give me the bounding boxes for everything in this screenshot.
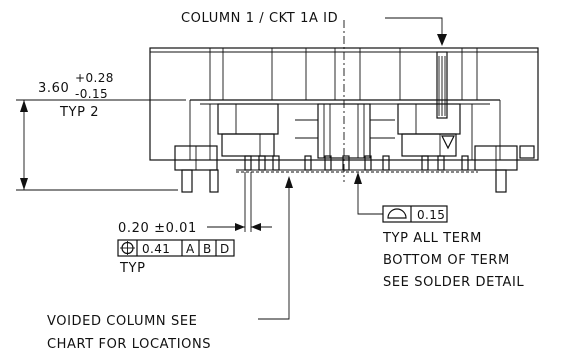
datum-d: D [220, 242, 230, 256]
voided-note-line-1: VOIDED COLUMN SEE [47, 314, 197, 329]
left-latch [209, 103, 279, 160]
profile-tolerance-frame [354, 172, 448, 223]
profile-tol-value: 0.15 [417, 208, 445, 222]
profile-symbol-icon [387, 208, 407, 219]
position-tolerance-frame [117, 239, 235, 257]
column-id-label: COLUMN 1 / CKT 1A ID [181, 11, 338, 26]
height-base-value: 3.60 [38, 81, 69, 96]
center-key [295, 103, 395, 159]
datum-a: A [186, 242, 195, 256]
height-typ-note: TYP 2 [59, 105, 99, 120]
mounting-pegs [174, 145, 535, 193]
column-id-marker [436, 51, 448, 119]
height-plus-tol: +0.28 [75, 71, 114, 85]
right-latch [397, 103, 473, 160]
term-note-line-1: TYP ALL TERM [382, 231, 482, 246]
position-tol-value: 0.41 [142, 242, 170, 256]
datum-b: B [203, 242, 212, 256]
voided-column-leader [258, 176, 293, 320]
column-id-leader [385, 17, 447, 46]
voided-note-line-2: CHART FOR LOCATIONS [47, 337, 211, 352]
terminal-pins [236, 155, 478, 171]
height-dimension [16, 99, 186, 191]
pin-width-label: 0.20 ±0.01 [118, 221, 197, 236]
position-typ-note: TYP [119, 261, 146, 276]
term-note-line-3: SEE SOLDER DETAIL [383, 275, 524, 290]
height-minus-tol: -0.15 [75, 87, 108, 101]
pin-width-dimension [207, 172, 272, 232]
term-note-line-2: BOTTOM OF TERM [383, 253, 510, 268]
